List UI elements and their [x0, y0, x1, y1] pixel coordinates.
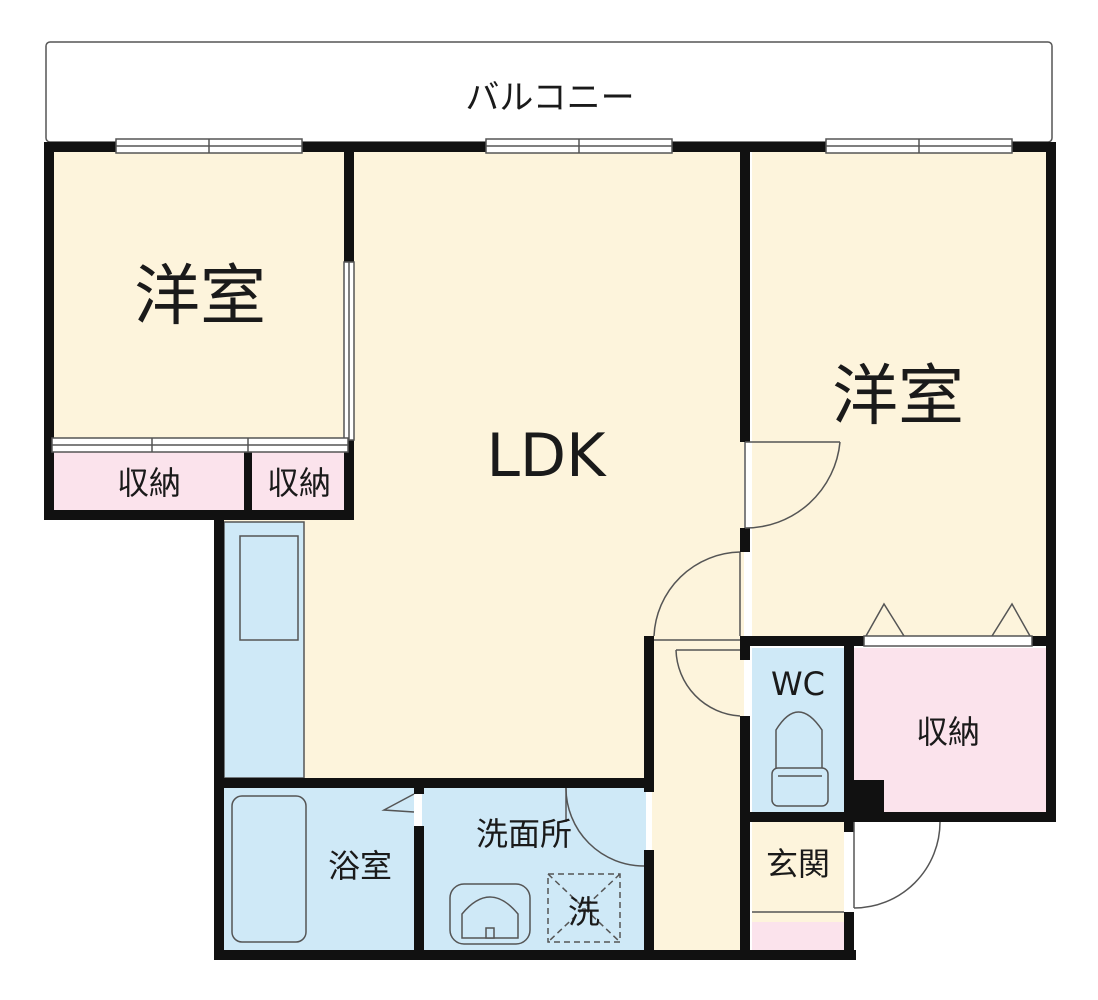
bathtub [231, 795, 307, 943]
bathroom-label: 浴室 [328, 847, 392, 885]
storage-right-floor [852, 648, 1048, 812]
sliding-door-left-room [51, 261, 355, 453]
ldk-label: LDK [487, 421, 608, 491]
entrance-label: 玄関 [766, 845, 830, 883]
storage-left-1-floor [52, 452, 244, 514]
western-room-right-floor [752, 150, 1048, 642]
window-mullions [116, 139, 1012, 153]
washer-space-label: 洗 [568, 893, 600, 931]
door-swings [381, 441, 941, 909]
washroom-label: 洗面所 [476, 815, 572, 853]
storage-right-label: 収納 [916, 713, 980, 751]
storage-left-1-label: 収納 [117, 464, 181, 502]
balcony-label: バルコニー [465, 78, 634, 118]
washer-space [547, 873, 621, 943]
walls [44, 142, 1056, 960]
storage-left-2-label: 収納 [267, 464, 331, 502]
closet-doors-right-room [863, 602, 1033, 647]
storage-left-2-floor [252, 452, 348, 514]
toilet-icon [771, 711, 829, 807]
entrance-storage-floor [752, 922, 844, 950]
wc-label: WC [771, 665, 825, 703]
western-room-left-label: 洋室 [134, 258, 266, 335]
western-room-left-floor [52, 150, 348, 440]
wash-basin-icon [449, 883, 531, 945]
kitchen-sink [239, 535, 299, 641]
hallway-floor [652, 648, 744, 950]
western-room-right-label: 洋室 [832, 358, 964, 435]
